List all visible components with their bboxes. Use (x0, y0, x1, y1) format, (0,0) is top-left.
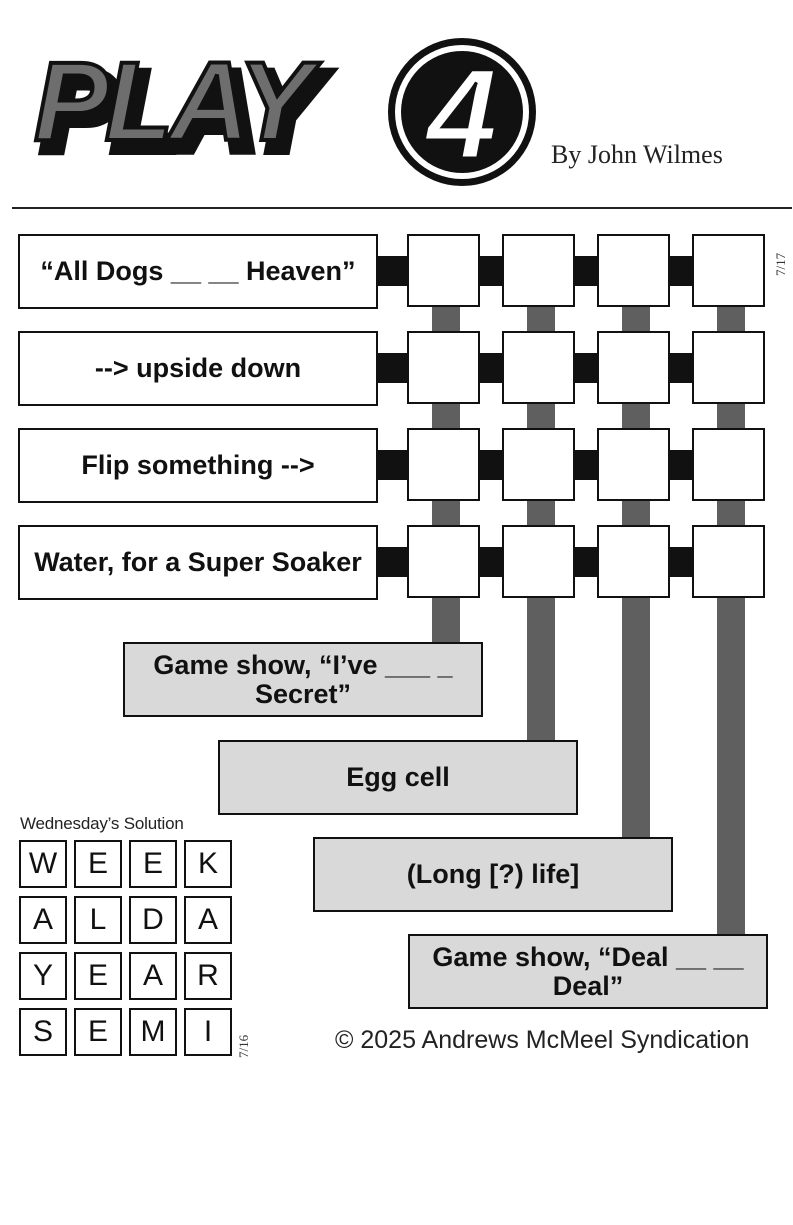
solution-cell: S (19, 1008, 67, 1056)
solution-cell: A (184, 896, 232, 944)
solution-cell: M (129, 1008, 177, 1056)
header-divider (12, 207, 792, 209)
solution-cell: W (19, 840, 67, 888)
column-clue-1: Game show, “I’ve ___ _ Secret” (123, 642, 483, 717)
logo-text: PLAY (34, 39, 322, 164)
answer-cell-r3-c1[interactable] (407, 428, 480, 501)
answer-cell-r1-c3[interactable] (597, 234, 670, 307)
solution-cell: E (129, 840, 177, 888)
solution-date: 7/16 (236, 1034, 251, 1058)
copyright-notice: © 2025 Andrews McMeel Syndication (335, 1026, 750, 1054)
answer-cell-r2-c1[interactable] (407, 331, 480, 404)
solution-cell: E (74, 952, 122, 1000)
row-clue-2: --> upside down (18, 331, 378, 406)
solution-cell: L (74, 896, 122, 944)
answer-cell-r2-c4[interactable] (692, 331, 765, 404)
solution-cell: E (74, 840, 122, 888)
answer-cell-r4-c4[interactable] (692, 525, 765, 598)
solution-cell: Y (19, 952, 67, 1000)
answer-cell-r3-c4[interactable] (692, 428, 765, 501)
answer-cell-r4-c3[interactable] (597, 525, 670, 598)
logo-number: 4 (423, 43, 497, 186)
logo-wordmark: PLAY PLAY (32, 37, 339, 179)
answer-cell-r2-c3[interactable] (597, 331, 670, 404)
answer-cell-r1-c4[interactable] (692, 234, 765, 307)
row-clue-1: “All Dogs __ __ Heaven” (18, 234, 378, 309)
answer-cell-r2-c2[interactable] (502, 331, 575, 404)
solution-cell: A (19, 896, 67, 944)
logo-text-shadow: PLAY (42, 49, 330, 174)
answer-cell-r3-c2[interactable] (502, 428, 575, 501)
puzzle-date: 7/17 (773, 252, 788, 276)
column-clue-2: Egg cell (218, 740, 578, 815)
row-clue-3: Flip something --> (18, 428, 378, 503)
answer-cell-r1-c1[interactable] (407, 234, 480, 307)
row-clue-4: Water, for a Super Soaker (18, 525, 378, 600)
answer-cell-r1-c2[interactable] (502, 234, 575, 307)
solution-cell: A (129, 952, 177, 1000)
solution-cell: R (184, 952, 232, 1000)
answer-cell-r4-c1[interactable] (407, 525, 480, 598)
solution-cell: E (74, 1008, 122, 1056)
column-clue-4: Game show, “Deal __ __ Deal” (408, 934, 768, 1009)
solution-cell: D (129, 896, 177, 944)
column-connector-4 (717, 300, 745, 938)
solution-cell: I (184, 1008, 232, 1056)
solution-title: Wednesday’s Solution (20, 814, 184, 833)
answer-cell-r3-c3[interactable] (597, 428, 670, 501)
column-clue-3: (Long [?) life] (313, 837, 673, 912)
solution-cell: K (184, 840, 232, 888)
play4-logo: PLAY PLAY 4 (32, 37, 536, 188)
logo-badge: 4 (388, 38, 536, 188)
byline: By John Wilmes (551, 140, 723, 169)
answer-cell-r4-c2[interactable] (502, 525, 575, 598)
